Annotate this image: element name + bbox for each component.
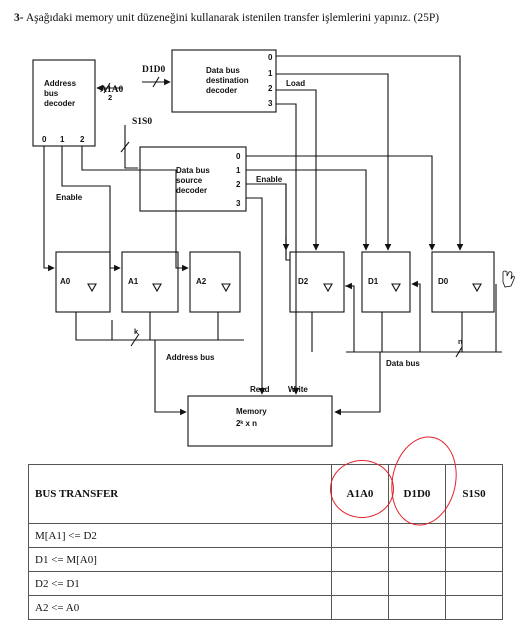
transfer-cell: A2 <= A0	[28, 595, 332, 620]
memory-title: Memory	[236, 407, 267, 416]
source-decoder-label-3: decoder	[176, 186, 207, 195]
d1d0-cell[interactable]	[388, 547, 446, 572]
d1d0-cell[interactable]	[388, 595, 446, 620]
address-bus-label: Address bus	[166, 353, 215, 362]
source-decoder-out-0: 0	[236, 152, 241, 161]
transfer-cell: D2 <= D1	[28, 571, 332, 596]
memory-size: 2ᵏ x n	[236, 419, 257, 428]
s1s0-cell[interactable]	[445, 547, 503, 572]
address-decoder-label-3: decoder	[44, 99, 75, 108]
source-decoder-out-2: 2	[236, 180, 241, 189]
table-row: D1 <= M[A0]	[28, 547, 503, 572]
dest-decoder-out-2: 2	[268, 84, 273, 93]
transfer-cell: D1 <= M[A0]	[28, 547, 332, 572]
address-decoder-label-2: bus	[44, 89, 59, 98]
load-label: Load	[286, 79, 305, 88]
bus-transfer-table: BUS TRANSFER A1A0 D1D0 S1S0 M[A1] <= D2 …	[28, 464, 503, 620]
question-number: 3-	[14, 12, 24, 24]
register-a2-label: A2	[196, 277, 207, 286]
source-enable-label: Enable	[256, 175, 283, 184]
address-enable-label: Enable	[56, 193, 83, 202]
dest-decoder-out-1: 1	[268, 69, 273, 78]
hand-cursor-icon	[502, 270, 515, 288]
a1a0-cell[interactable]	[331, 523, 389, 548]
address-decoder-box	[32, 59, 96, 147]
register-a0-label: A0	[60, 277, 71, 286]
address-decoder-out-2: 2	[80, 135, 85, 144]
address-decoder-out-1: 1	[60, 135, 65, 144]
source-decoder-label-2: source	[176, 176, 203, 185]
question-text: 3- Aşağıdaki memory unit düzeneğini kull…	[14, 12, 439, 24]
a1a0-cell[interactable]	[331, 547, 389, 572]
memory-read-label: Read	[250, 385, 270, 394]
register-d2-box	[289, 251, 345, 313]
dest-decoder-out-0: 0	[268, 53, 273, 62]
memory-box	[187, 395, 333, 447]
d1d0-cell[interactable]	[388, 571, 446, 596]
register-a1-label: A1	[128, 277, 139, 286]
register-d2-label: D2	[298, 277, 309, 286]
d1d0-cell[interactable]	[388, 523, 446, 548]
table-row: D2 <= D1	[28, 571, 503, 596]
dest-decoder-box	[171, 49, 277, 113]
data-bus-label: Data bus	[386, 359, 420, 368]
dest-decoder-out-3: 3	[268, 99, 273, 108]
register-a1-box	[121, 251, 179, 313]
header-s1s0: S1S0	[445, 464, 503, 524]
source-decoder-out-3: 3	[236, 199, 241, 208]
table-row: A2 <= A0	[28, 595, 503, 620]
memory-write-label: Write	[288, 385, 308, 394]
address-input-label: A1A0	[100, 85, 123, 95]
question-body: Aşağıdaki memory unit düzeneğini kullana…	[25, 12, 440, 24]
register-a0-box	[55, 251, 111, 313]
memory-unit-diagram: Address bus decoder 0 1 2 A1A0 2 D1D0 Da…	[32, 49, 515, 447]
source-decoder-out-1: 1	[236, 166, 241, 175]
header-a1a0: A1A0	[331, 464, 389, 524]
data-bus-width: n	[458, 337, 463, 346]
a1a0-cell[interactable]	[331, 571, 389, 596]
address-bus-width: k	[134, 327, 139, 336]
register-d0-box	[431, 251, 495, 313]
table-row: M[A1] <= D2	[28, 523, 503, 548]
transfer-cell: M[A1] <= D2	[28, 523, 332, 548]
dest-decoder-label-2: destination	[206, 76, 249, 85]
address-input-bits: 2	[108, 93, 112, 102]
s1s0-cell[interactable]	[445, 595, 503, 620]
table-header-row: BUS TRANSFER A1A0 D1D0 S1S0	[28, 464, 503, 524]
dest-input-label: D1D0	[142, 65, 165, 75]
register-d1-box	[361, 251, 411, 313]
dest-decoder-label-3: decoder	[206, 86, 237, 95]
register-d1-label: D1	[368, 277, 379, 286]
header-bus-transfer: BUS TRANSFER	[28, 464, 332, 524]
address-decoder-out-0: 0	[42, 135, 47, 144]
source-decoder-label-1: Data bus	[176, 166, 210, 175]
register-d0-label: D0	[438, 277, 449, 286]
source-input-label: S1S0	[132, 117, 152, 127]
s1s0-cell[interactable]	[445, 571, 503, 596]
a1a0-cell[interactable]	[331, 595, 389, 620]
register-a2-box	[189, 251, 241, 313]
source-decoder-box	[139, 146, 247, 212]
dest-decoder-label-1: Data bus	[206, 66, 240, 75]
s1s0-cell[interactable]	[445, 523, 503, 548]
address-decoder-label-1: Address	[44, 79, 77, 88]
header-d1d0: D1D0	[388, 464, 446, 524]
